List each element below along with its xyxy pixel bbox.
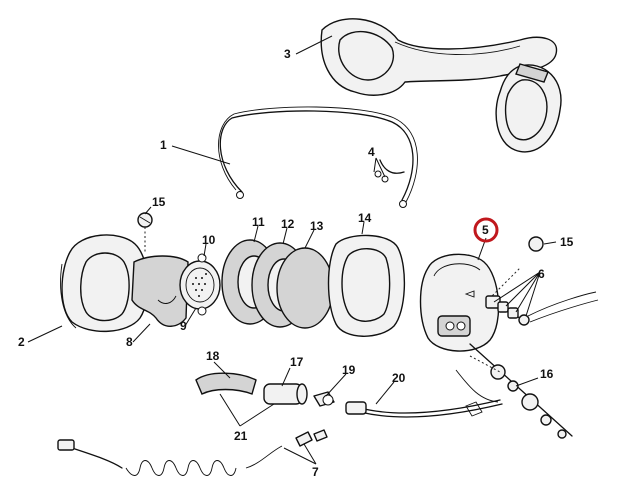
- foam-discs: [221, 239, 334, 329]
- label-13: 13: [310, 219, 324, 233]
- label-21: 21: [234, 429, 248, 443]
- label-4: 4: [368, 145, 375, 159]
- label-10: 10: [202, 233, 216, 247]
- part-15-screw-right: [528, 236, 544, 252]
- boom-parts: [195, 372, 335, 407]
- cable-assembly: [57, 369, 503, 476]
- ear-cushion: [327, 234, 406, 337]
- label-18: 18: [206, 349, 220, 363]
- speaker-element: [179, 253, 221, 316]
- jack-pins: [485, 291, 599, 326]
- label-3: 3: [284, 47, 291, 61]
- label-19: 19: [342, 363, 356, 377]
- label-12: 12: [281, 217, 295, 231]
- label-17: 17: [290, 355, 304, 369]
- label-11: 11: [252, 215, 265, 229]
- label-15-right: 15: [560, 235, 574, 249]
- label-6: 6: [538, 267, 545, 281]
- foam-insert: [131, 255, 189, 327]
- label-20: 20: [392, 371, 406, 385]
- label-5: 5: [482, 223, 489, 237]
- callout-labels: 1 2 3 4 5 6 7 8 9 10 11 12 13 14 15 15 1…: [18, 47, 574, 479]
- label-15-left: 15: [152, 195, 166, 209]
- leader-lines: [27, 35, 557, 465]
- label-8: 8: [126, 335, 133, 349]
- headpad-strap: [320, 18, 562, 153]
- label-16: 16: [540, 367, 554, 381]
- part-15-screw-left: [137, 212, 153, 252]
- label-9: 9: [180, 319, 187, 333]
- connector-assembly: [469, 343, 573, 439]
- label-1: 1: [160, 138, 167, 152]
- earcup-shell: [419, 253, 521, 352]
- headband: [218, 106, 418, 208]
- highlight-ring: [473, 217, 499, 243]
- label-14: 14: [358, 211, 372, 225]
- label-7: 7: [312, 465, 319, 479]
- ear-seal-outer: [60, 234, 149, 333]
- label-2: 2: [18, 335, 25, 349]
